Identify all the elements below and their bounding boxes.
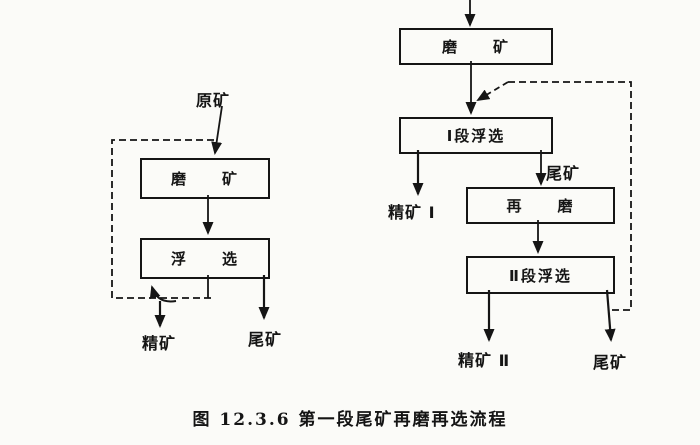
- left-feed-label: 原矿: [196, 91, 231, 110]
- right-flow-lines: [412, 0, 632, 342]
- left-grinding-box: 磨 矿: [140, 158, 270, 199]
- right-grinding-box: 磨 矿: [399, 28, 553, 65]
- right-regrind-box: 再 磨: [466, 187, 615, 224]
- right-recycle-merge-arrow: [476, 81, 509, 102]
- left-recycle-dashed: [111, 139, 214, 299]
- right-tailings-mid-label: 尾矿: [546, 164, 581, 183]
- left-flow-lines: [111, 105, 270, 328]
- right-concentrate1-label: 精矿 Ⅰ: [388, 203, 436, 222]
- right-stage1-flotation-box: Ⅰ段浮选: [399, 117, 553, 154]
- right-tailings-final-arrow: [604, 289, 616, 342]
- left-concentrate-label: 精矿: [142, 334, 177, 353]
- right-tailings-final-label: 尾矿: [593, 353, 628, 372]
- left-flotation-box: 浮 选: [140, 238, 270, 279]
- right-concentrate2-label: 精矿 Ⅱ: [458, 351, 511, 370]
- left-feed-line: [211, 105, 223, 155]
- figure-caption: 图 12.3.6 第一段尾矿再磨再选流程: [192, 410, 508, 430]
- right-stage2-flotation-box: Ⅱ段浮选: [466, 256, 615, 294]
- right-recycle-dashed: [508, 81, 632, 311]
- left-froth-curved-arrow: [149, 285, 177, 303]
- left-tailings-label: 尾矿: [248, 330, 283, 349]
